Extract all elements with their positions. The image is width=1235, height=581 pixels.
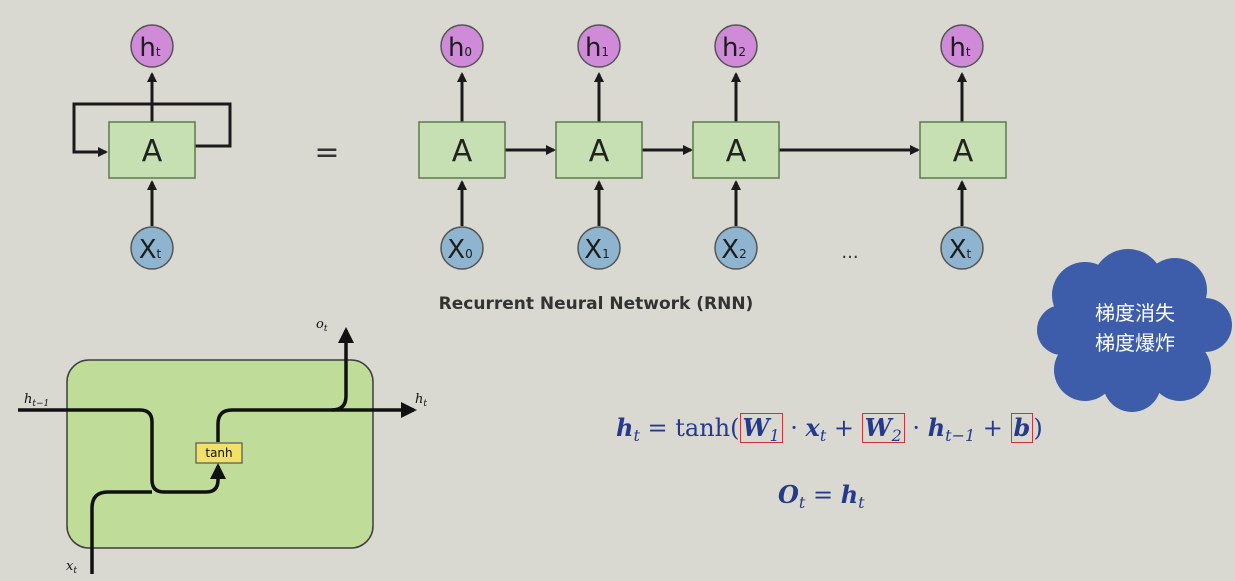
cell-output-path xyxy=(331,327,354,412)
formula-close: ) xyxy=(1033,414,1043,442)
w1-highlight-box: W1 xyxy=(739,413,783,445)
output-label: h1 xyxy=(585,33,609,63)
output-formula: Ot = ht xyxy=(778,480,865,512)
rnn-cell xyxy=(418,121,506,179)
rolled-cell xyxy=(108,121,196,179)
unrolled-step-2: A h2 X2 xyxy=(692,24,780,270)
rnn-cell xyxy=(555,121,643,179)
formula-h-sub: t xyxy=(633,426,640,445)
input-label: X1 xyxy=(584,235,609,265)
rolled-output-node xyxy=(130,24,174,68)
input-node xyxy=(940,226,984,270)
unrolled-rnn: A h0 X0 A h1 X1 A h2 X2 .. xyxy=(418,24,1007,270)
formula-w1-sub: 1 xyxy=(769,426,780,445)
formula-w1: W xyxy=(742,413,770,442)
formula-plus1: + xyxy=(826,414,862,442)
rolled-output-label: ht xyxy=(139,33,160,63)
output-label: h0 xyxy=(448,33,472,63)
prev-hidden-label: ht−1 xyxy=(24,392,49,409)
rolled-input-label: Xt xyxy=(139,235,162,265)
hidden-state-formula: ht = tanh(W1 · xt + W2 · ht−1 + b) xyxy=(616,413,1043,445)
hidden-output-path xyxy=(216,402,417,442)
input-label: X0 xyxy=(447,235,472,265)
cloud-shape xyxy=(1037,249,1232,412)
output-node xyxy=(440,24,484,68)
b-highlight-box: b xyxy=(1010,413,1034,443)
formula-h: h xyxy=(616,413,634,442)
formula-w2: W xyxy=(864,413,892,442)
ellipsis: ... xyxy=(841,242,858,263)
rolled-input-node xyxy=(130,226,174,270)
hidden-label: ht xyxy=(415,392,427,409)
output-label: h2 xyxy=(722,33,746,63)
formula-x: x xyxy=(805,413,820,442)
output-node xyxy=(577,24,621,68)
output-label: ht xyxy=(949,33,970,63)
formula-h-prev-sub: t−1 xyxy=(945,426,976,445)
tanh-label: tanh xyxy=(205,446,232,460)
formula2-h-sub: t xyxy=(858,493,865,512)
output-node xyxy=(940,24,984,68)
w2-highlight-box: W2 xyxy=(861,413,905,445)
cell-label: A xyxy=(452,134,473,169)
input-label: X2 xyxy=(721,235,746,265)
gradient-problem-cloud: 梯度消失 梯度爆炸 xyxy=(1037,249,1232,412)
formula-o-sub: t xyxy=(798,493,806,512)
output-node xyxy=(714,24,758,68)
diagram-caption: Recurrent Neural Network (RNN) xyxy=(439,294,754,314)
rolled-cell-label: A xyxy=(142,134,163,169)
input-x-label: xt xyxy=(66,559,77,576)
cloud-text-vanishing: 梯度消失 xyxy=(1095,301,1175,325)
cell-label: A xyxy=(726,134,747,169)
unrolled-step-0: A h0 X0 xyxy=(418,24,506,270)
formula-plus2: + xyxy=(975,414,1011,442)
cell-label: A xyxy=(589,134,610,169)
formula2-h: h xyxy=(840,480,859,509)
cell-label: A xyxy=(953,134,974,169)
rnn-cell-detail: tanh ot ht−1 ht xt xyxy=(18,317,427,576)
prev-hidden-path xyxy=(18,408,226,494)
formula-b: b xyxy=(1013,413,1031,442)
formula-eq-tanh: = tanh( xyxy=(639,414,740,442)
rolled-rnn: A ht Xt xyxy=(72,24,232,270)
equals-sign: = xyxy=(314,135,339,170)
input-node xyxy=(577,226,621,270)
formula-dot2: · xyxy=(904,414,928,442)
rnn-cell xyxy=(692,121,780,179)
formula-h-prev: h xyxy=(927,413,946,442)
formula-w2-sub: 2 xyxy=(891,426,902,445)
formula-o: O xyxy=(778,480,799,509)
input-path xyxy=(90,490,152,574)
input-label: Xt xyxy=(949,235,972,265)
formula2-eq: = xyxy=(805,481,841,509)
unrolled-step-t: A ht Xt xyxy=(919,24,1007,270)
input-node xyxy=(440,226,484,270)
tanh-box xyxy=(195,442,243,464)
formula-x-sub: t xyxy=(819,426,827,445)
input-node xyxy=(714,226,758,270)
cloud-text-exploding: 梯度爆炸 xyxy=(1095,331,1175,355)
output-o-label: ot xyxy=(316,317,328,334)
rnn-cell xyxy=(919,121,1007,179)
unrolled-step-1: A h1 X1 xyxy=(555,24,643,270)
formula-dot1: · xyxy=(782,414,806,442)
